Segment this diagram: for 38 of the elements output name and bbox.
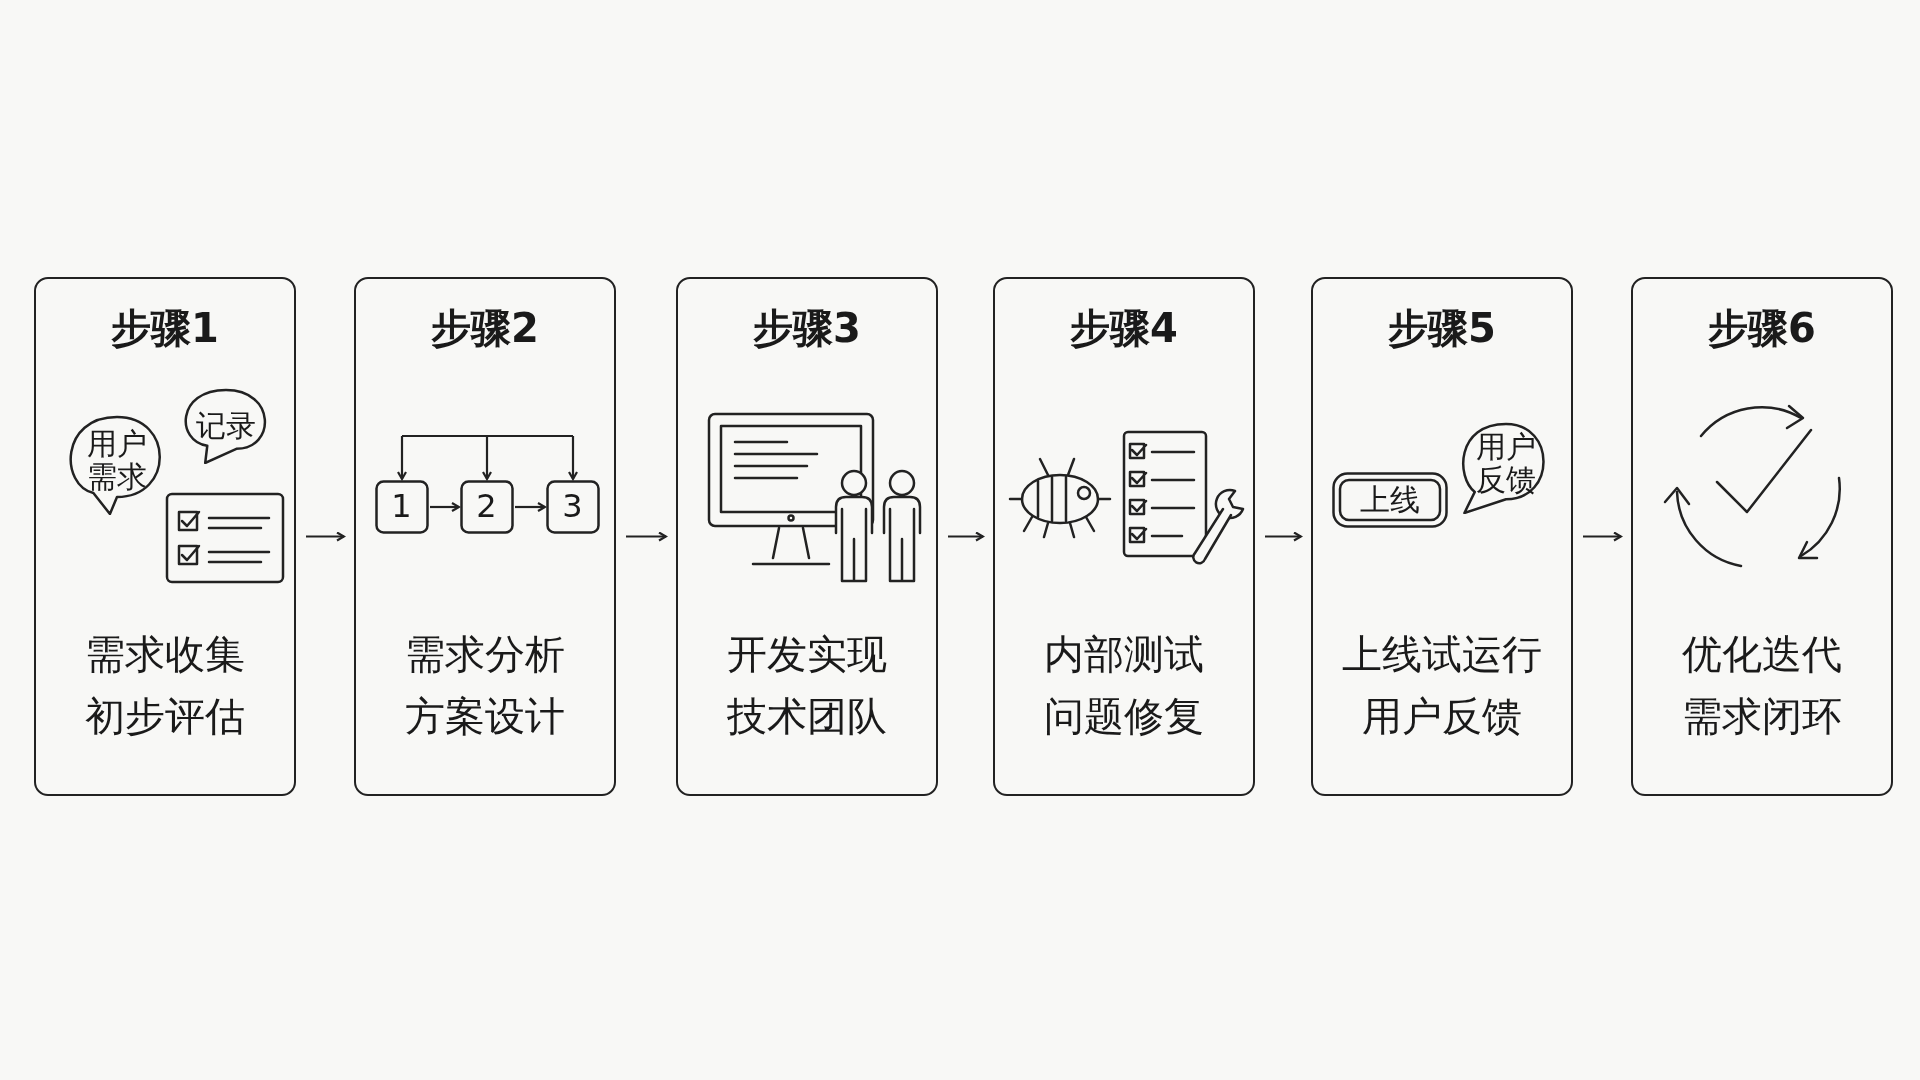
- arrow: [1583, 531, 1623, 542]
- number-box: 3: [545, 479, 600, 534]
- step-label: 上线试运行: [1342, 631, 1542, 677]
- step-box: [354, 277, 616, 796]
- step-heading: 步骤3: [753, 305, 861, 351]
- step-heading: 步骤1: [111, 305, 219, 351]
- step-label: 需求闭环: [1682, 693, 1842, 739]
- step-heading: 步骤2: [431, 305, 539, 351]
- step-label: 技术团队: [727, 693, 887, 739]
- arrow: [948, 531, 985, 542]
- step-box: [34, 277, 296, 796]
- arrow: [1265, 531, 1303, 542]
- step-heading: 步骤4: [1070, 305, 1178, 351]
- step-heading: 步骤5: [1388, 305, 1496, 351]
- number-box: 1: [374, 479, 429, 534]
- step-label: 内部测试: [1044, 631, 1204, 677]
- arrow: [481, 436, 493, 481]
- arrow: [567, 436, 579, 481]
- step-box: [1311, 277, 1573, 796]
- step-label: 优化迭代: [1682, 631, 1842, 677]
- arrow: [430, 501, 461, 513]
- arrow: [396, 436, 408, 481]
- step-label: 开发实现: [727, 631, 887, 677]
- step-label: 用户反馈: [1362, 693, 1522, 739]
- step-box: [1631, 277, 1893, 796]
- step-label: 初步评估: [85, 693, 245, 739]
- step-label: 方案设计: [405, 693, 565, 739]
- number-box: 2: [459, 479, 514, 534]
- arrow: [515, 501, 547, 513]
- arrow: [306, 531, 346, 542]
- step-heading: 步骤6: [1708, 305, 1816, 351]
- step-label: 问题修复: [1044, 693, 1204, 739]
- step-label: 需求分析: [405, 631, 565, 677]
- button: 上线: [1331, 471, 1448, 528]
- step-box: [993, 277, 1255, 796]
- arrow: [626, 531, 668, 542]
- step-label: 需求收集: [85, 631, 245, 677]
- step-box: [676, 277, 938, 796]
